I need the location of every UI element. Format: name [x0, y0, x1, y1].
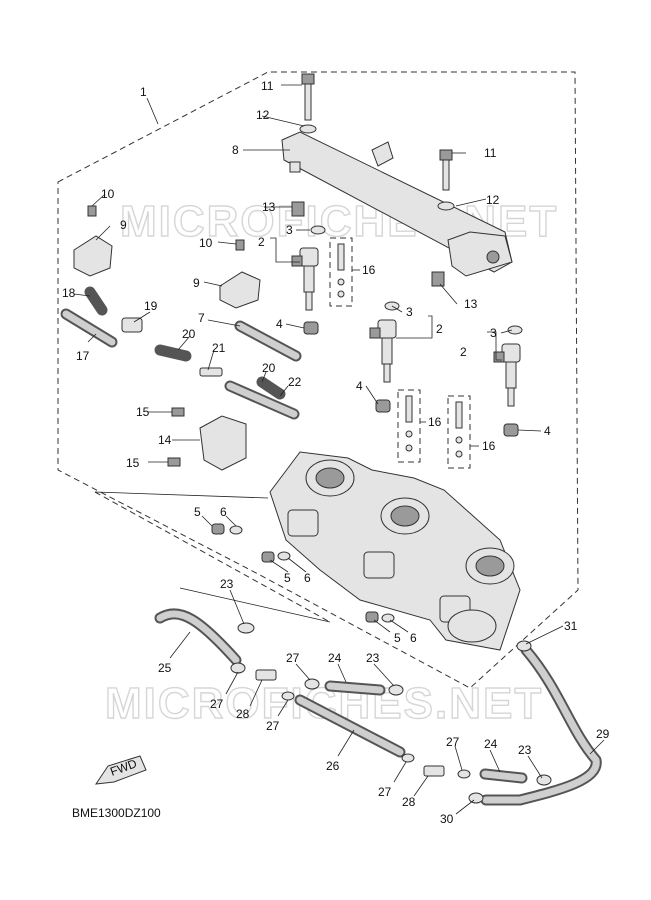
callout-11: 11: [484, 146, 497, 160]
callout-28: 28: [402, 795, 416, 809]
callout-13: 13: [262, 200, 276, 214]
callout-13: 13: [464, 297, 478, 311]
bolt-right: [437, 149, 455, 211]
callout-28: 28: [236, 707, 250, 721]
callout-17: 17: [76, 349, 90, 363]
callout-2: 2: [460, 345, 467, 359]
callout-10: 10: [101, 187, 115, 201]
assembly-edge-line: [94, 491, 331, 623]
large-hoses: [154, 608, 602, 806]
seal-3: [503, 423, 519, 437]
callout-27: 27: [210, 697, 224, 711]
sensor-left: [73, 205, 113, 277]
callout-3: 3: [286, 223, 293, 237]
callout-6: 6: [410, 631, 417, 645]
seal-1: [303, 321, 319, 335]
callout-16: 16: [428, 415, 442, 429]
callout-20: 20: [262, 361, 276, 375]
callout-27: 27: [446, 735, 460, 749]
bolt-top: [299, 73, 317, 134]
callout-16: 16: [362, 263, 376, 277]
hose-clamps: [230, 622, 552, 804]
callout-23: 23: [518, 743, 532, 757]
callout-11: 11: [261, 79, 274, 93]
callout-7: 7: [198, 311, 205, 325]
callout-4: 4: [544, 424, 551, 438]
callout-25: 25: [158, 661, 172, 675]
callout-30: 30: [440, 812, 454, 826]
callout-27: 27: [266, 719, 280, 733]
callout-2: 2: [436, 322, 443, 336]
callout-18: 18: [62, 286, 76, 300]
screw-kit-parts: [337, 243, 463, 458]
callout-21: 21: [212, 341, 226, 355]
assembly-inner-line: [94, 491, 331, 623]
callout-3: 3: [490, 326, 497, 340]
callout-27: 27: [286, 651, 300, 665]
callout-6: 6: [220, 505, 227, 519]
leader-lines: [73, 84, 605, 815]
screw-kit-box-2: [397, 389, 421, 463]
screw-kit-box-3: [447, 395, 471, 469]
callout-5: 5: [194, 505, 201, 519]
callout-3: 3: [406, 305, 413, 319]
callout-26: 26: [326, 759, 340, 773]
callout-16: 16: [482, 439, 496, 453]
callout-numbers: 1 2 2 2 3 3 3 4 4 4 5 5 5 6 6 6 7 8 9 9 …: [62, 79, 610, 826]
callout-12: 12: [486, 193, 500, 207]
assembly-boundary: [57, 71, 579, 689]
callout-9: 9: [193, 276, 200, 290]
seal-2: [375, 399, 391, 413]
callout-20: 20: [182, 327, 196, 341]
pressure-sensor: [167, 407, 247, 471]
throttle-bodies: [269, 451, 521, 651]
callout-8: 8: [232, 143, 239, 157]
callout-15: 15: [126, 456, 140, 470]
callout-2: 2: [258, 235, 265, 249]
callout-14: 14: [158, 433, 172, 447]
watermark-bottom: MICROFICHES.NET: [105, 679, 543, 728]
callout-5: 5: [284, 571, 291, 585]
callout-24: 24: [328, 651, 342, 665]
fuel-rail: [281, 131, 513, 277]
callout-12: 12: [256, 108, 270, 122]
callout-27: 27: [378, 785, 392, 799]
callout-10: 10: [199, 236, 213, 250]
callout-22: 22: [288, 375, 302, 389]
fwd-arrow: FWD: [94, 755, 147, 785]
callout-6: 6: [304, 571, 311, 585]
caps-and-clamps: [211, 523, 395, 623]
callout-19: 19: [144, 299, 158, 313]
diagram-code: BME1300DZ100: [72, 806, 161, 820]
small-hoses: [60, 286, 302, 420]
callout-4: 4: [276, 317, 283, 331]
callout-24: 24: [484, 737, 498, 751]
callout-23: 23: [220, 577, 234, 591]
callout-1: 1: [140, 85, 147, 99]
callout-5: 5: [394, 631, 401, 645]
callout-23: 23: [366, 651, 380, 665]
screw-kit-box-1: [329, 237, 353, 307]
callout-4: 4: [356, 379, 363, 393]
injectors: [291, 225, 523, 407]
sensor-middle: [219, 239, 261, 309]
spacer-left: [291, 201, 305, 217]
spacer-right: [431, 271, 445, 287]
callout-15: 15: [136, 405, 150, 419]
callout-9: 9: [120, 218, 127, 232]
callout-29: 29: [596, 727, 610, 741]
callout-31: 31: [564, 619, 578, 633]
